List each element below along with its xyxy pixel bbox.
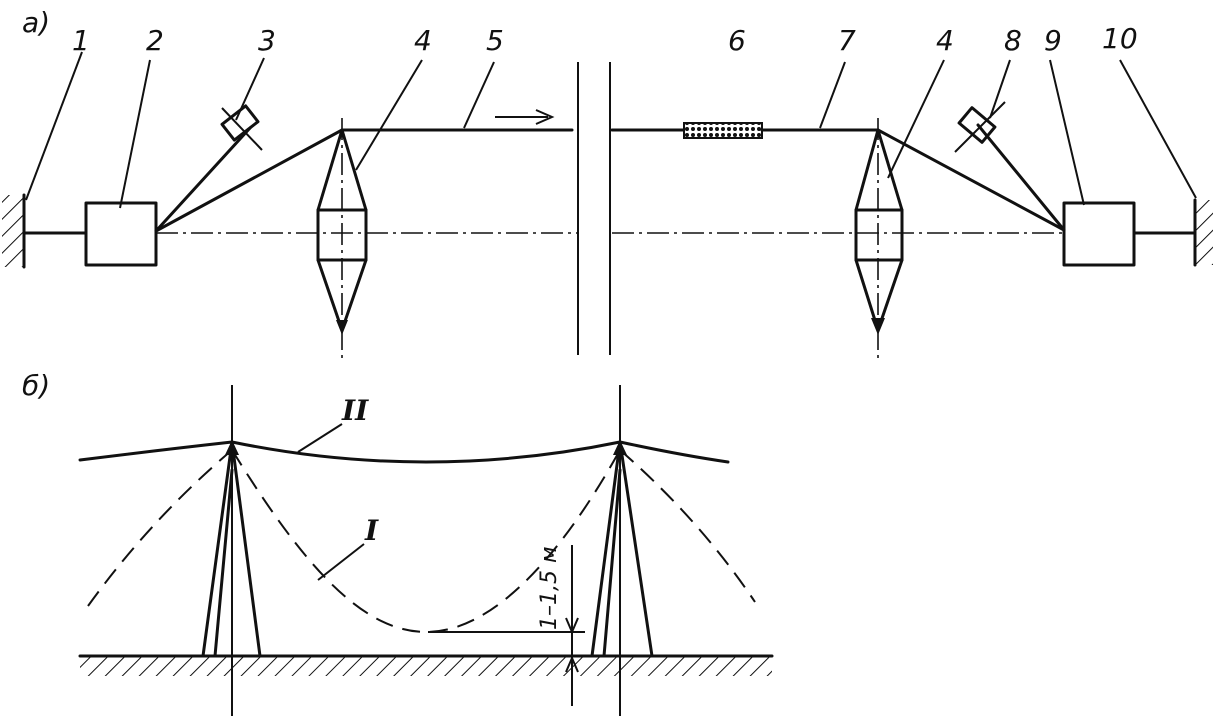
left-roller — [154, 104, 263, 233]
callout-4-right: 4 — [936, 24, 954, 57]
callout-1: 1 — [72, 24, 90, 57]
callout-8: 8 — [1004, 24, 1022, 57]
curve-II-leader — [297, 423, 343, 453]
part-b-label: б) — [22, 369, 50, 402]
part-a-label: а) — [22, 6, 50, 39]
right-cable-to-winch — [876, 128, 1066, 232]
callout-10: 10 — [1102, 22, 1138, 55]
cable-element-6 — [683, 122, 763, 139]
curve-I-leader — [317, 543, 365, 581]
right-roller — [954, 101, 1066, 232]
direction-arrow — [495, 109, 555, 125]
left-anchor-wall — [2, 193, 26, 269]
clearance-dimension-label: 1–1,5 м — [537, 546, 562, 630]
ground-line — [78, 654, 774, 676]
callout-3: 3 — [258, 24, 276, 57]
callout-2: 2 — [146, 24, 164, 57]
right-anchor-wall — [1193, 198, 1213, 267]
curve-I-label: I — [364, 514, 379, 547]
left-cable-to-support — [154, 128, 344, 233]
left-support-frame — [316, 118, 368, 360]
callout-7: 7 — [838, 24, 856, 57]
callout-9: 9 — [1044, 24, 1062, 57]
callout-leaders — [25, 51, 1197, 209]
cable-curve-I-right — [619, 449, 756, 603]
right-winch-block — [1062, 201, 1136, 267]
cable-curve-I-mid — [231, 449, 621, 634]
clearance-dimension — [428, 545, 585, 706]
callout-4-left: 4 — [414, 24, 432, 57]
cable-curve-II — [78, 440, 730, 464]
callout-5: 5 — [486, 24, 504, 57]
left-winch-block — [84, 201, 158, 267]
curve-II-label: II — [341, 394, 369, 427]
cable-curve-I-left — [87, 449, 233, 607]
callout-6: 6 — [728, 24, 746, 57]
right-support-frame — [854, 118, 904, 360]
